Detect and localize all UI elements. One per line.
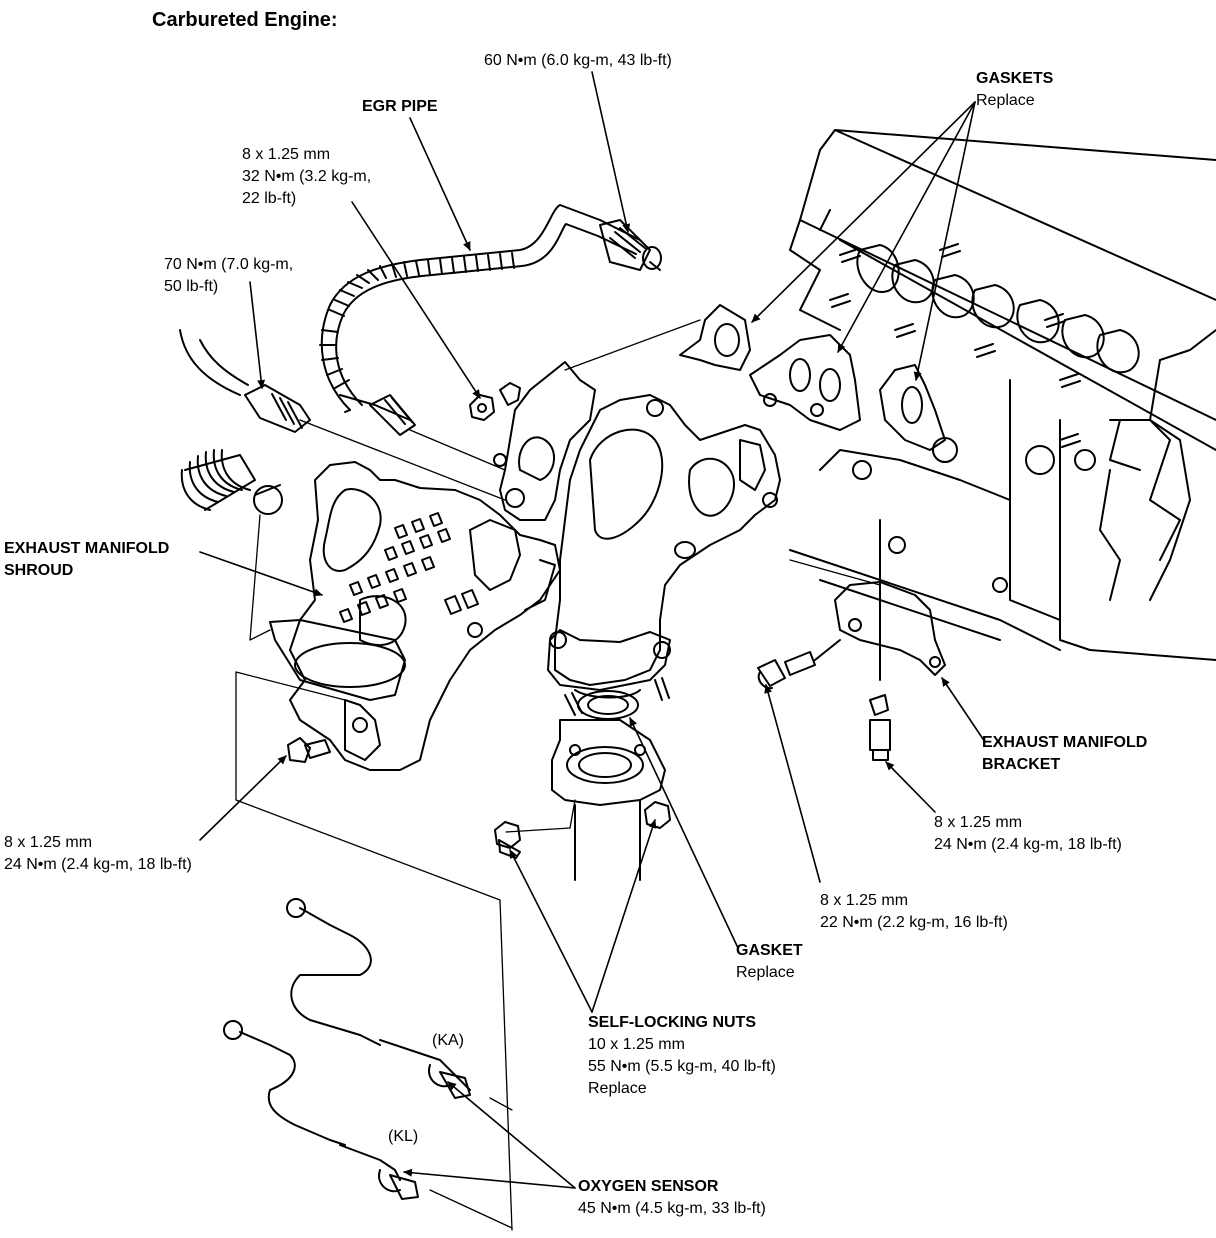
arrow-torque-70 xyxy=(249,281,266,389)
oxygen-sensor-ka xyxy=(286,898,471,1099)
label-bracket-side-bolt: 8 x 1.25 mm 22 N•m (2.2 kg-m, 16 lb-ft) xyxy=(820,892,1008,931)
label-ka: (KA) xyxy=(432,1032,464,1049)
label-egr-bolt: 8 x 1.25 mm 32 N•m (3.2 kg-m, 22 lb-ft) xyxy=(242,146,372,207)
page-title: Carbureted Engine: xyxy=(152,9,338,31)
arrow-torque-60 xyxy=(591,71,631,233)
egr-nuts xyxy=(469,382,521,421)
arrow-egr-pipe xyxy=(409,117,471,251)
arrow-bracket-bolt xyxy=(885,761,936,813)
arrow-oxygen-ka xyxy=(447,1081,576,1189)
manifold-gaskets xyxy=(679,304,946,451)
engine-block xyxy=(789,129,1216,661)
label-shroud: EXHAUST MANIFOLD SHROUD xyxy=(4,540,170,579)
arrow-gasket-3 xyxy=(913,101,976,381)
label-egr-pipe: EGR PIPE xyxy=(362,98,438,115)
label-oxygen-sensor: OXYGEN SENSOR 45 N•m (4.5 kg-m, 33 lb-ft… xyxy=(578,1178,766,1217)
arrow-oxygen-kl xyxy=(403,1168,576,1189)
arrow-shroud-bolt xyxy=(199,755,287,841)
label-torque-60: 60 N•m (6.0 kg-m, 43 lb-ft) xyxy=(484,52,672,69)
egr-fitting-70 xyxy=(179,329,311,433)
arrow-gasket-2 xyxy=(837,101,976,353)
exhaust-manifold-shroud xyxy=(269,461,561,771)
arrow-nut-2 xyxy=(591,819,657,1013)
label-bracket-bolt: 8 x 1.25 mm 24 N•m (2.4 kg-m, 18 lb-ft) xyxy=(934,814,1122,853)
arrow-egr-bolt xyxy=(351,201,481,399)
arrow-nut-1 xyxy=(509,849,593,1013)
label-gaskets: GASKETS Replace xyxy=(976,70,1054,109)
oxygen-sensor-kl xyxy=(223,1020,419,1200)
egr-pipe xyxy=(319,204,662,436)
label-shroud-bolt: 8 x 1.25 mm 24 N•m (2.4 kg-m, 18 lb-ft) xyxy=(4,834,192,873)
label-torque-70: 70 N•m (7.0 kg-m, 50 lb-ft) xyxy=(164,256,294,295)
label-bracket: EXHAUST MANIFOLD BRACKET xyxy=(982,734,1148,773)
arrow-bracket-side-bolt xyxy=(764,684,821,883)
arrow-gasket xyxy=(629,717,739,949)
spring-clamp xyxy=(180,449,283,515)
shroud-bolt xyxy=(287,737,331,763)
callout-arrows xyxy=(199,71,986,1189)
exhaust-manifold-bracket xyxy=(757,519,946,761)
arrow-shroud xyxy=(199,551,323,597)
label-self-locking-nuts: SELF-LOCKING NUTS 10 x 1.25 mm 55 N•m (5… xyxy=(588,1014,776,1097)
exhaust-manifold xyxy=(493,361,781,720)
self-locking-nuts xyxy=(494,801,671,859)
arrow-gasket-1 xyxy=(751,101,976,323)
label-gasket: GASKET Replace xyxy=(736,942,803,981)
exhaust-pipe-flange xyxy=(551,719,666,881)
label-kl: (KL) xyxy=(388,1128,419,1145)
construction-lines xyxy=(235,319,881,1231)
arrow-bracket xyxy=(941,677,986,743)
